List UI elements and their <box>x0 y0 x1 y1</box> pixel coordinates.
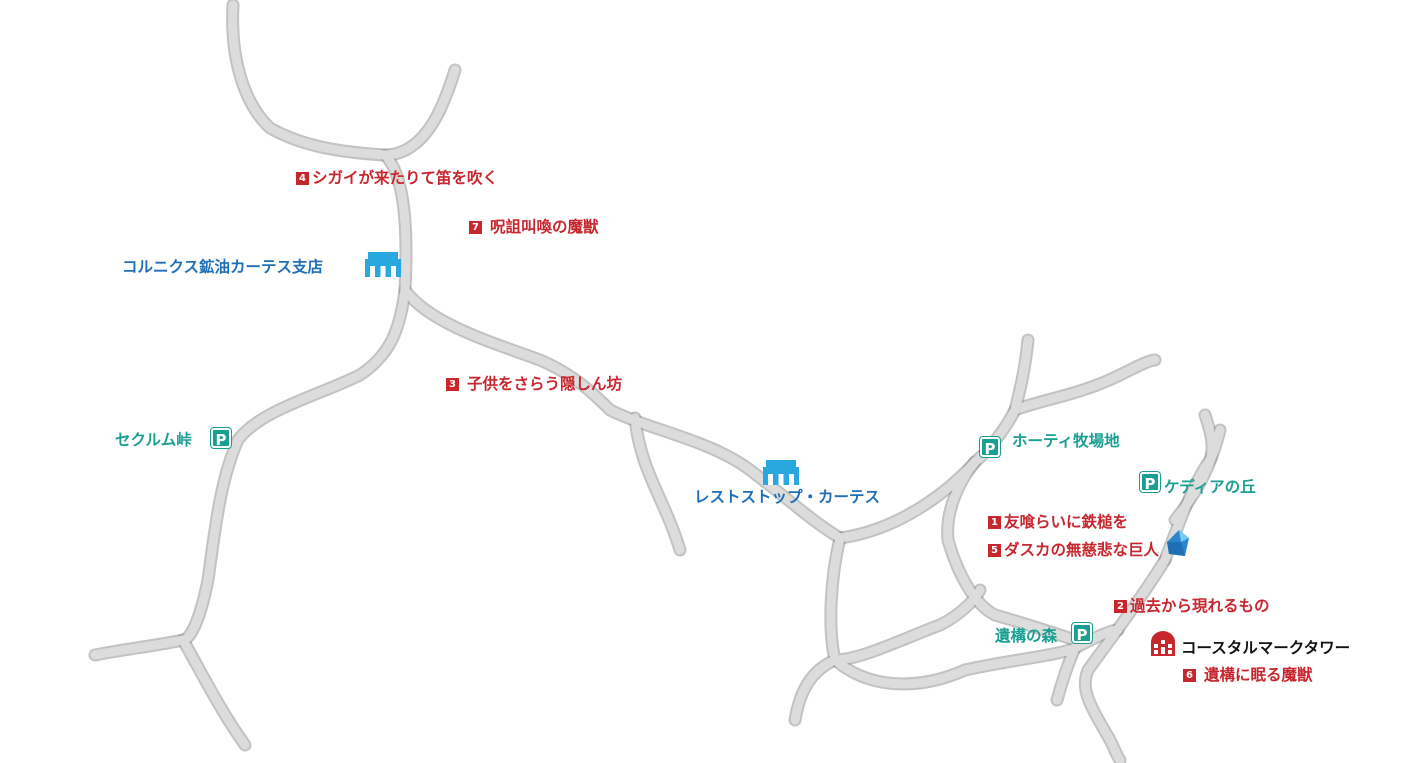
quest-marker-6[interactable]: 6 遺構に眠る魔獣 <box>1183 665 1313 685</box>
outpost-icon[interactable] <box>364 250 402 278</box>
quest-label: シガイが来たりて笛を吹く <box>312 169 499 187</box>
quest-marker-4[interactable]: 4 シガイが来たりて笛を吹く <box>296 168 498 188</box>
quest-label: 子供をさらう隠しん坊 <box>467 375 623 393</box>
landmark-label-coastal-mark-tower[interactable]: コースタルマークタワー <box>1181 639 1351 657</box>
town-label-cornix-oil[interactable]: コルニクス鉱油カーテス支店 <box>122 258 324 276</box>
quest-number-badge: 7 <box>469 220 482 234</box>
quest-number-badge: 5 <box>988 543 1001 557</box>
quest-marker-3[interactable]: 3 子供をさらう隠しん坊 <box>446 374 622 394</box>
quest-label: 呪詛叫喚の魔獣 <box>490 218 599 236</box>
quest-label: 遺構に眠る魔獣 <box>1204 666 1313 684</box>
parking-icon[interactable]: P <box>1139 471 1161 493</box>
parking-icon[interactable]: P <box>210 427 232 449</box>
quest-number-badge: 1 <box>988 515 1001 529</box>
quest-marker-1[interactable]: 1 友喰らいに鉄槌を <box>988 512 1128 532</box>
parking-label-kedia-hill[interactable]: ケディアの丘 <box>1164 478 1256 496</box>
parking-label-seculum-pass[interactable]: セクルム峠 <box>115 431 192 449</box>
crystal-icon[interactable] <box>1165 528 1191 560</box>
quest-number-badge: 2 <box>1114 599 1127 613</box>
quest-marker-7[interactable]: 7 呪詛叫喚の魔獣 <box>469 217 599 237</box>
parking-icon[interactable]: P <box>979 436 1001 458</box>
tower-icon[interactable] <box>1149 630 1177 656</box>
quest-number-badge: 3 <box>446 377 459 391</box>
quest-number-badge: 6 <box>1183 668 1196 682</box>
parking-icon[interactable]: P <box>1071 622 1093 644</box>
outpost-icon[interactable] <box>762 458 800 486</box>
quest-marker-2[interactable]: 2 過去から現れるもの <box>1114 596 1270 616</box>
quest-marker-5[interactable]: 5 ダスカの無慈悲な巨人 <box>988 540 1159 560</box>
town-label-rest-stop[interactable]: レストストップ・カーテス <box>694 488 881 506</box>
road-fills <box>90 0 1225 763</box>
quest-label: 過去から現れるもの <box>1130 597 1270 615</box>
quest-label: 友喰らいに鉄槌を <box>1004 513 1129 531</box>
parking-label-hoty-ranch[interactable]: ホーティ牧場地 <box>1012 432 1120 450</box>
quest-number-badge: 4 <box>296 171 309 185</box>
parking-label-ruins-forest[interactable]: 遺構の森 <box>995 627 1058 645</box>
quest-label: ダスカの無慈悲な巨人 <box>1004 541 1160 559</box>
